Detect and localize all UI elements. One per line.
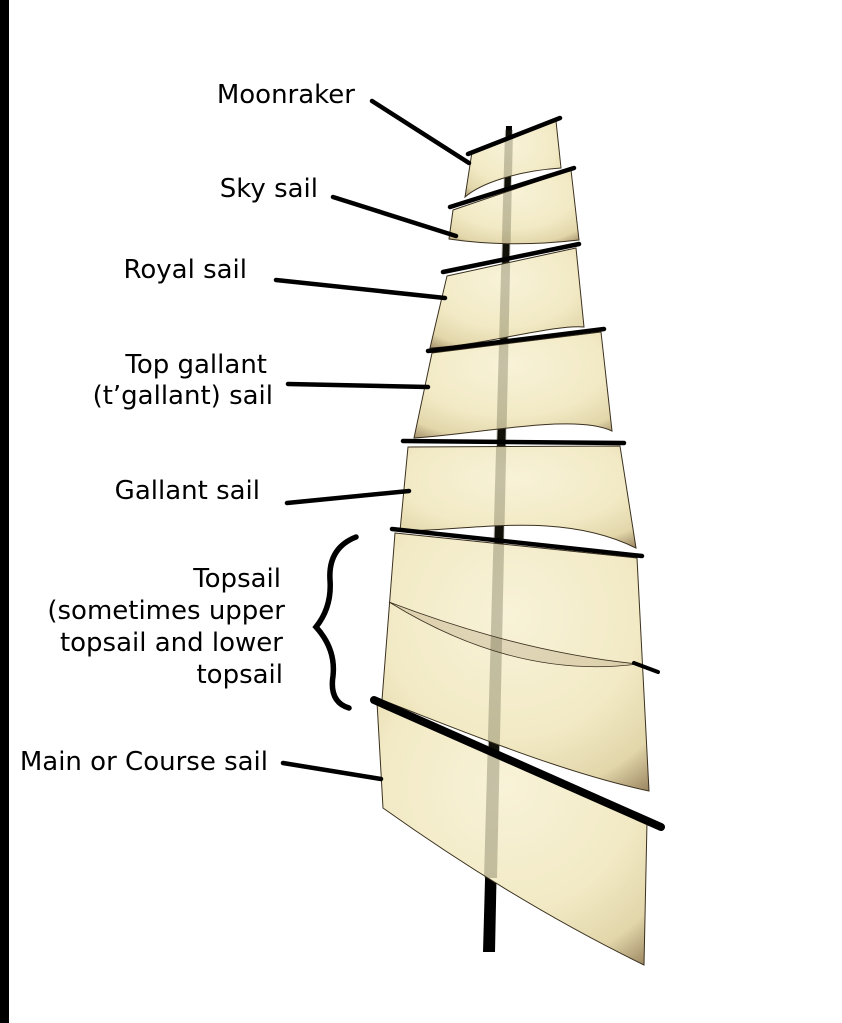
- yard-sky: [447, 165, 577, 210]
- label-topsail-line1: Topsail: [192, 564, 281, 594]
- label-sky-sail: Sky sail: [220, 174, 318, 204]
- label-main-course-sail: Main or Course sail: [20, 747, 268, 777]
- label-top-gallant-line2: (t’gallant) sail: [93, 381, 273, 411]
- yard-moonraker: [465, 115, 563, 157]
- topsail-brace: [312, 534, 359, 711]
- leader-line-sky: [330, 194, 459, 239]
- leader-line-main-course: [280, 760, 384, 782]
- left-border-bar: [0, 0, 9, 1023]
- label-gallant-sail: Gallant sail: [115, 476, 260, 506]
- sail-moonraker: [464, 120, 562, 199]
- label-top-gallant-line1: Top gallant: [124, 350, 267, 380]
- yard-gallant: [400, 438, 627, 446]
- sail-main-course: [376, 701, 648, 966]
- label-topsail-line4: topsail: [196, 660, 283, 690]
- leader-line-royal: [273, 277, 448, 301]
- leader-line-gallant: [284, 488, 412, 506]
- yard-topsail: [389, 526, 645, 559]
- topsail-division-yard-stub: [632, 661, 660, 674]
- label-topsail-line3: topsail and lower: [60, 628, 283, 658]
- yard-top-gallant: [425, 326, 607, 354]
- label-royal-sail: Royal sail: [123, 255, 247, 285]
- sail-topsail: [381, 532, 650, 792]
- leader-line-top-gallant: [285, 381, 431, 390]
- sail-top-gallant: [413, 331, 613, 439]
- yard-main-course: [370, 696, 665, 831]
- label-topsail-line2: (sometimes upper: [47, 596, 285, 626]
- mast-through-sails-strip: [484, 130, 513, 878]
- sail-sky: [448, 169, 580, 245]
- yard-royal: [440, 241, 582, 275]
- leader-line-moonraker: [369, 98, 472, 166]
- label-moonraker: Moonraker: [217, 80, 355, 110]
- topsail-division-lens: [389, 602, 638, 667]
